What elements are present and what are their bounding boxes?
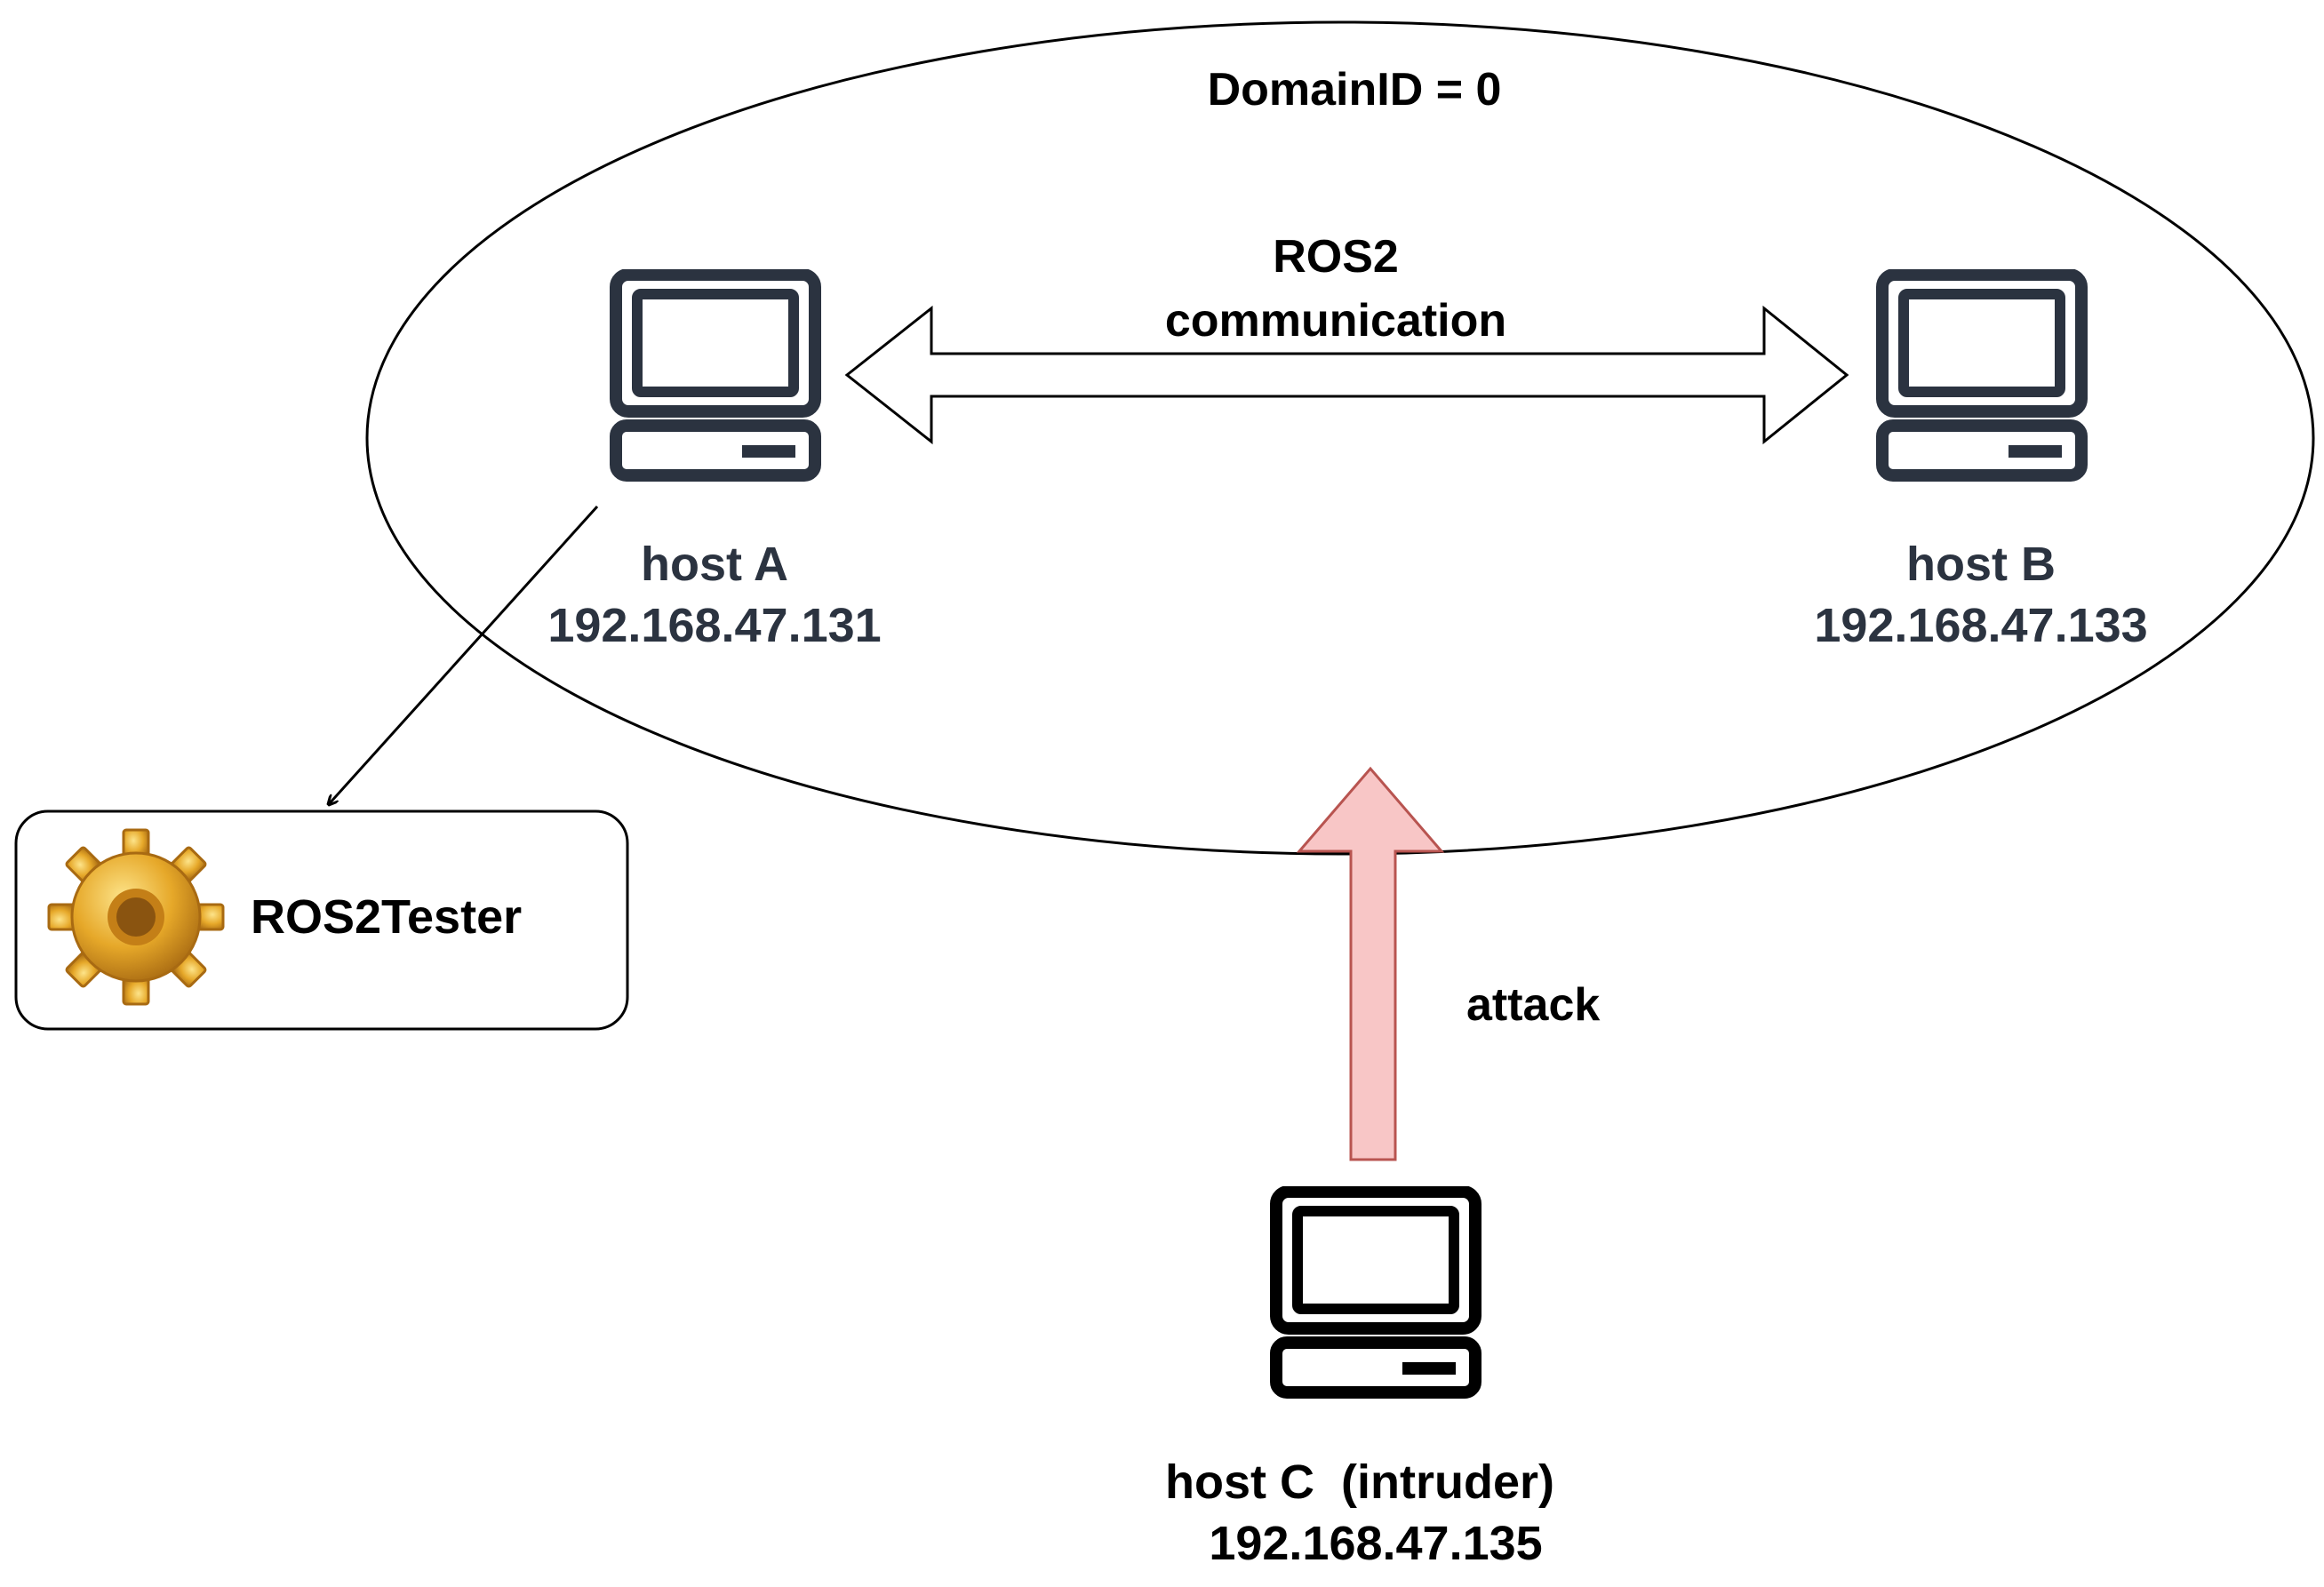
host-a-name: host A <box>641 538 788 591</box>
computer-icon-host-b <box>1882 275 2081 475</box>
computer-icon-host-a <box>616 275 815 475</box>
computer-icon-host-c <box>1276 1192 1475 1392</box>
link-label-line1: ROS2 <box>1273 231 1399 283</box>
tester-label: ROS2Tester <box>251 890 522 944</box>
host-b-ip: 192.168.47.133 <box>1814 599 2147 652</box>
domain-boundary <box>365 20 2315 856</box>
gear-icon <box>47 828 225 1006</box>
attack-label: attack <box>1466 979 1600 1031</box>
link-label-line2: communication <box>1165 295 1506 347</box>
host-c-name: host C (intruder) <box>1165 1455 1554 1509</box>
host-a-ip: 192.168.47.131 <box>547 599 881 652</box>
attack-arrow-icon <box>1296 766 1445 1161</box>
host-c-ip: 192.168.47.135 <box>1209 1517 1542 1570</box>
domain-label: DomainID = 0 <box>1208 64 1502 116</box>
host-b-name: host B <box>1906 538 2056 591</box>
bidirectional-arrow-icon <box>844 305 1849 445</box>
tester-connector-arrow <box>329 505 599 804</box>
